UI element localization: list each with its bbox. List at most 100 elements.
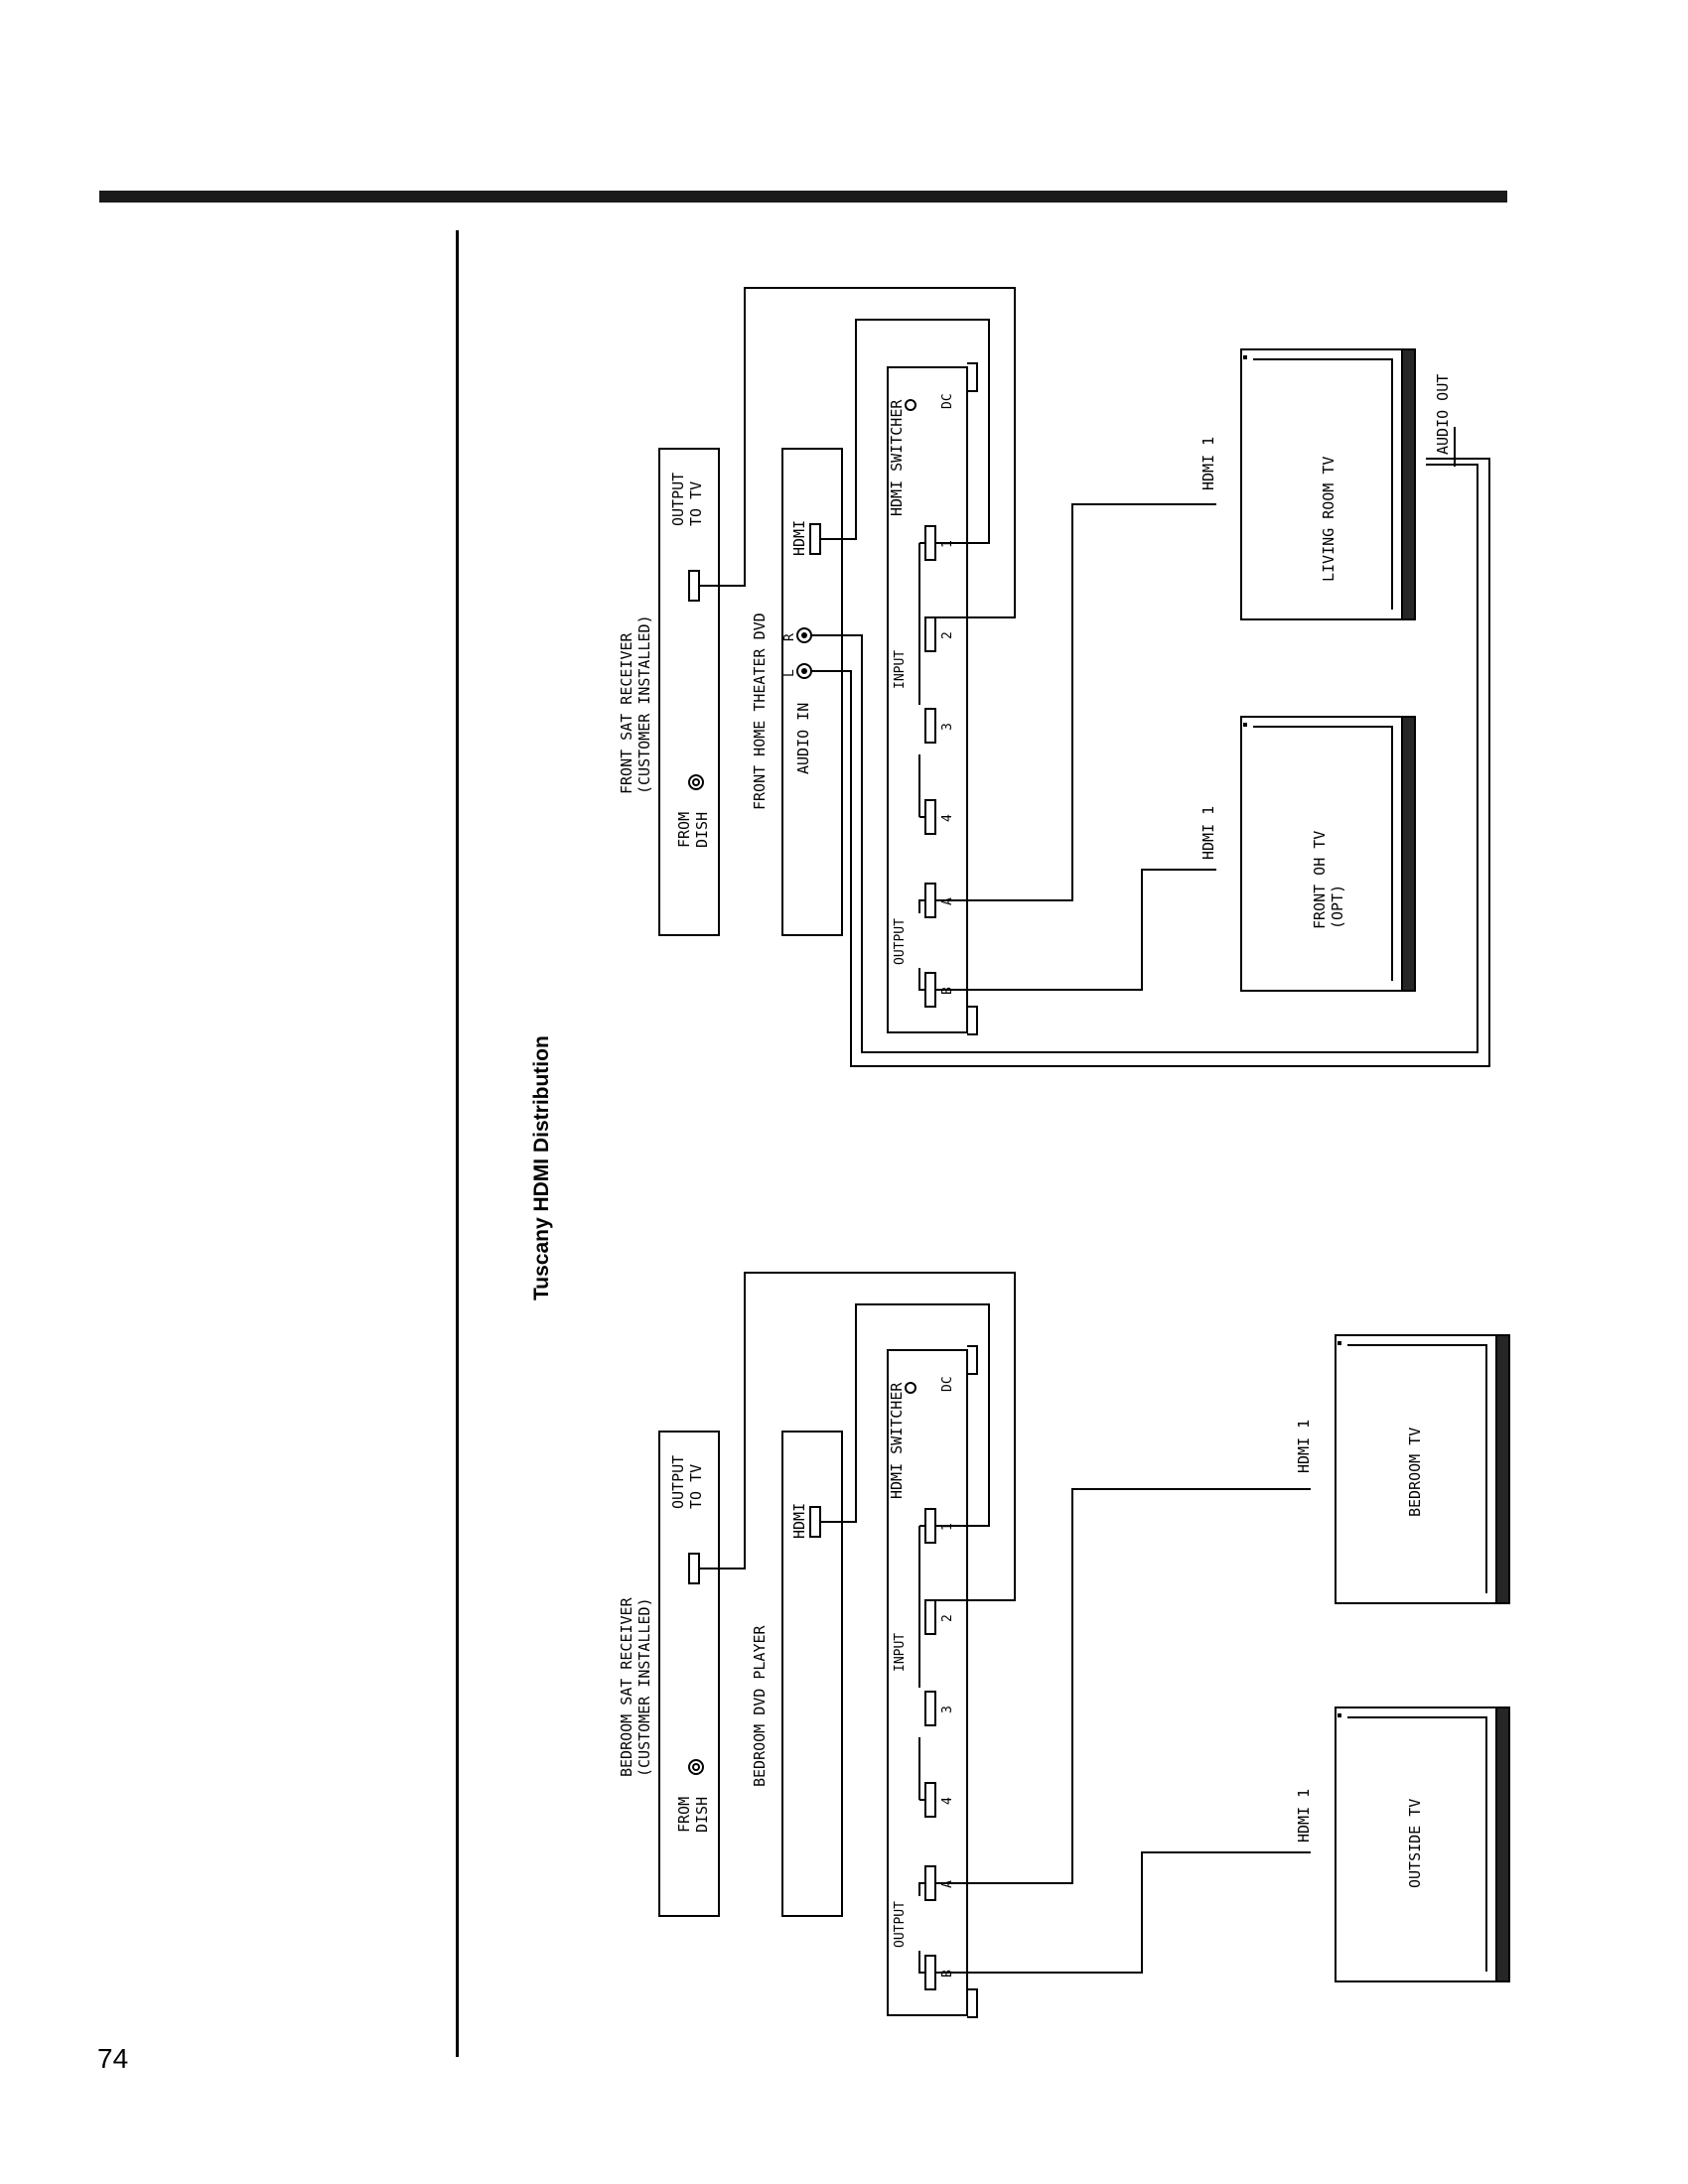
bedroom-switcher-input-1: 1 [940,1523,955,1531]
living-room-tv-dot [1243,355,1247,359]
front-dish-connector [688,774,704,790]
bedroom-switcher-output-b-port [924,1955,936,1990]
front-wire-outA-to-living-room [935,503,1216,901]
bedroom-dvd-hdmi-port [809,1506,821,1538]
bedroom-tv-inner [1347,1344,1487,1593]
front-oh-tv-name-2: (OPT) [1329,885,1346,929]
front-switcher-output-b: B [940,987,955,995]
front-oh-tv-dot [1243,723,1247,727]
front-oh-tv-grille [1403,717,1415,991]
outside-tv-grille-strip [1497,1707,1509,1981]
front-dvd-audio-l-core [801,668,807,674]
front-wire-sat-to-input2 [699,287,1016,618]
living-room-tv-name: LIVING ROOM TV [1320,457,1337,582]
margin-rule [456,230,459,2057]
bedroom-tv-dot [1337,1341,1341,1345]
bedroom-output-to-tv-2: TO TV [687,1464,705,1509]
bedroom-tv-grille [1337,1335,1509,1981]
bedroom-switcher-input-1-port [924,1508,936,1544]
front-dish-connector-core [692,778,700,786]
front-oh-tv-hdmi: HDMI 1 [1199,806,1217,860]
front-tv-grille [1243,349,1415,991]
front-switcher-output-a-port [924,883,936,918]
bedroom-switcher-dc: DC [940,1376,955,1392]
bedroom-sat-label-2: (CUSTOMER INSTALLED) [635,1597,653,1777]
bedroom-switcher-label: HDMI SWITCHER [888,1382,906,1499]
bedroom-tv-name: BEDROOM TV [1406,1428,1424,1517]
bedroom-output-bracket-top [918,1882,925,1896]
front-labels: FRONT SAT RECEIVER (CUSTOMER INSTALLED) … [618,374,1452,995]
page-number: 74 [97,2043,129,2074]
bedroom-wire-outA-to-bedroom-tv [935,1488,1311,1884]
front-from-dish-1: FROM [675,812,693,848]
bedroom-dish-connector-core [692,1763,700,1771]
front-sat-receiver-box [658,448,720,936]
front-switcher-dc-jack [905,399,916,411]
front-dvd-box [781,448,843,936]
bedroom-output-bracket-bottom [918,1951,925,1974]
front-sat-output-port [688,570,700,602]
bedroom-switcher-output-label: OUTPUT [893,1901,908,1948]
bedroom-dish-connector [688,1759,704,1775]
living-room-tv-hdmi: HDMI 1 [1199,437,1217,490]
bedroom-wire-outB-to-outside-tv [935,1851,1311,1974]
bedroom-system [658,1272,1510,2018]
front-switcher-input-label: INPUT [893,650,908,689]
front-from-dish-2: DISH [693,812,711,848]
bedroom-switcher-output-a: A [940,1880,955,1888]
living-room-tv-grille [1403,349,1415,619]
bedroom-sat-receiver-box [658,1431,720,1917]
front-switcher-input-4: 4 [940,814,955,822]
bedroom-switcher-output-a-port [924,1865,936,1901]
front-switcher-tab [967,1006,978,1035]
outside-tv-name: OUTSIDE TV [1406,1799,1424,1888]
bedroom-wire-dvd-to-input1 [820,1303,990,1527]
bedroom-from-dish-2: DISH [693,1797,711,1833]
front-dvd-label: FRONT HOME THEATER DVD [751,613,769,810]
bedroom-switcher-input-3-port [924,1691,936,1726]
front-switcher-output-label: OUTPUT [893,918,908,965]
front-system [658,287,1490,1067]
front-dvd-hdmi-port [809,523,821,555]
bedroom-from-dish-1: FROM [675,1797,693,1833]
bedroom-sat-label-1: BEDROOM SAT RECEIVER [618,1596,635,1777]
bedroom-switcher-input-4-port [924,1782,936,1818]
front-dvd-audio-in: AUDIO IN [794,703,812,774]
front-switcher-input-1-port [924,525,936,561]
bedroom-switcher-input-label: INPUT [893,1633,908,1672]
bedroom-switcher-input-3: 3 [940,1706,955,1713]
bedroom-switcher-input-2: 2 [940,1614,955,1622]
front-switcher-input-2-port [924,616,936,652]
front-switcher-input-2: 2 [940,631,955,639]
front-switcher-input-1: 1 [940,540,955,548]
front-switcher-input-3-port [924,708,936,744]
front-wire-audio-l [811,458,1490,1067]
bedroom-dvd-hdmi: HDMI [790,1503,808,1539]
bedroom-switcher-input-2-port [924,1599,936,1635]
bedroom-tv-hdmi: HDMI 1 [1295,1420,1313,1473]
front-output-bracket-top [918,899,925,913]
bedroom-switcher-tab [967,1988,978,2018]
front-dvd-hdmi: HDMI [790,520,808,556]
bedroom-dvd-box [781,1431,843,1917]
header-rule [99,191,1507,203]
bedroom-switcher-box [887,1349,968,2016]
front-wire-audio-r [811,464,1478,1053]
front-switcher-box [887,366,968,1033]
front-switcher-label: HDMI SWITCHER [888,399,906,516]
front-output-to-tv-1: OUTPUT [669,473,687,526]
outside-tv-inner [1347,1716,1487,1972]
front-switcher-input-4-port [924,799,936,835]
outside-tv-hdmi: HDMI 1 [1295,1789,1313,1843]
bedroom-output-to-tv-1: OUTPUT [669,1455,687,1509]
bedroom-switcher-output-b: B [940,1970,955,1978]
front-oh-tv-inner [1253,726,1393,981]
living-room-tv-audio-out: AUDIO OUT [1434,374,1452,455]
front-wire-outB-to-front-oh [935,869,1216,991]
bedroom-sat-output-port [688,1553,700,1584]
front-switcher-input-3: 3 [940,723,955,731]
front-audio-jack-cores [801,632,807,674]
bedroom-wire-sat-to-input2 [699,1272,1016,1601]
front-output-bracket-bottom [918,968,925,991]
